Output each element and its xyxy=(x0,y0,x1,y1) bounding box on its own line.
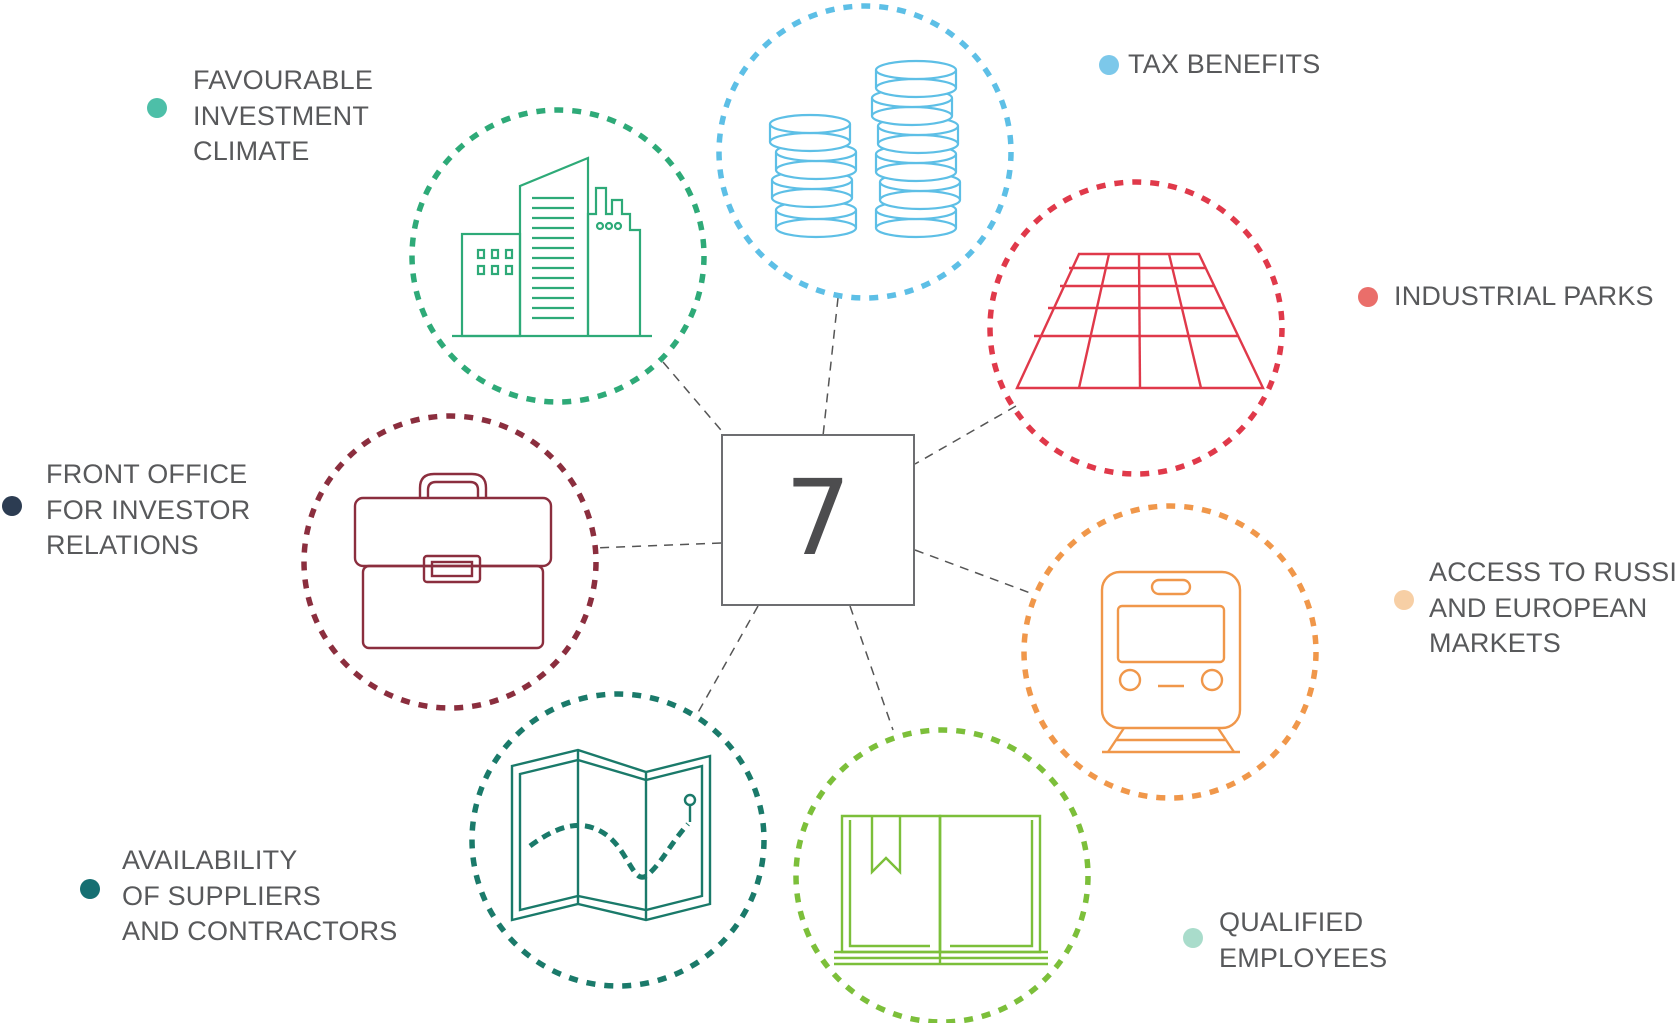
train-icon xyxy=(1100,570,1242,754)
circle-markets xyxy=(1021,503,1319,801)
connectors xyxy=(592,297,1034,731)
connector-suppliers xyxy=(695,605,759,717)
circle-parks xyxy=(987,179,1285,477)
label-line: QUALIFIED xyxy=(1219,907,1364,937)
connector-markets xyxy=(914,549,1034,595)
label-suppliers: AVAILABILITY OF SUPPLIERS AND CONTRACTOR… xyxy=(122,843,398,950)
label-line: AND CONTRACTORS xyxy=(122,916,398,946)
label-line: TAX BENEFITS xyxy=(1128,49,1321,79)
connector-parks xyxy=(914,405,1017,465)
label-line: AND EUROPEAN xyxy=(1429,592,1648,623)
label-line: INVESTMENT xyxy=(193,100,370,131)
center-number: 7 xyxy=(784,457,852,579)
label-parks: INDUSTRIAL PARKS xyxy=(1394,279,1654,315)
circle-investment xyxy=(409,107,707,405)
coins-icon xyxy=(768,59,962,239)
label-tax: TAX BENEFITS xyxy=(1128,47,1320,83)
label-line: INDUSTRIAL PARKS xyxy=(1394,281,1654,311)
connector-tax xyxy=(822,297,839,437)
label-employees: QUALIFIED EMPLOYEES xyxy=(1219,905,1387,976)
label-line: MARKETS xyxy=(1429,628,1561,658)
label-line: CLIMATE xyxy=(193,136,310,166)
dot-parks xyxy=(1358,287,1378,307)
label-line: EMPLOYEES xyxy=(1219,942,1388,973)
label-frontoffice: FRONT OFFICE FOR INVESTOR RELATIONS xyxy=(46,457,250,564)
buildings-icon xyxy=(452,156,652,338)
label-line: FOR INVESTOR xyxy=(46,494,251,525)
circle-frontoffice xyxy=(301,413,599,711)
circle-suppliers xyxy=(469,691,767,989)
label-line: OF SUPPLIERS xyxy=(122,880,321,911)
dot-tax xyxy=(1099,55,1119,75)
dot-suppliers xyxy=(80,879,100,899)
briefcase-icon xyxy=(353,472,553,650)
label-line: FRONT OFFICE xyxy=(46,459,248,489)
label-investment: FAVOURABLE INVESTMENT CLIMATE xyxy=(193,63,373,170)
label-line: FAVOURABLE xyxy=(193,65,374,95)
book-icon xyxy=(834,814,1048,966)
circle-tax xyxy=(716,3,1014,301)
dot-markets xyxy=(1394,590,1414,610)
map-icon xyxy=(510,748,712,922)
center-box: 7 xyxy=(721,434,915,606)
dot-employees xyxy=(1183,928,1203,948)
circle-employees xyxy=(793,727,1091,1023)
label-line: RELATIONS xyxy=(46,530,199,560)
dot-investment xyxy=(147,98,167,118)
connector-frontoffice xyxy=(592,542,722,549)
dot-frontoffice xyxy=(2,496,22,516)
label-line: AVAILABILITY xyxy=(122,845,298,875)
connector-employees xyxy=(849,605,894,731)
industrial-grid-icon xyxy=(1015,252,1265,390)
connector-investment xyxy=(662,361,727,437)
